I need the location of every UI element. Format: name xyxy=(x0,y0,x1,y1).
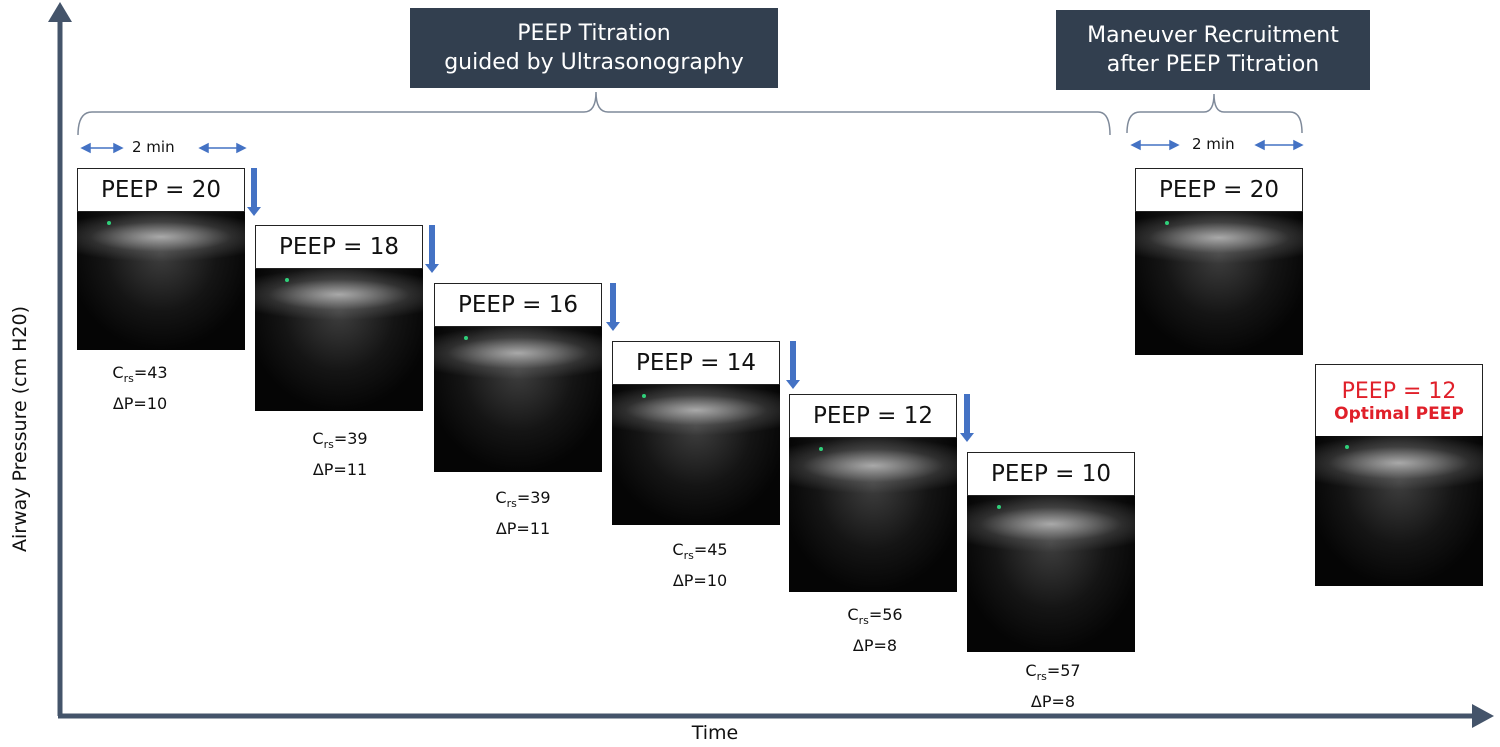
compliance-value: Crs=39 xyxy=(495,488,551,511)
recruitment-brace xyxy=(1126,93,1303,134)
ultrasound-image-2 xyxy=(255,269,423,411)
peep-label-1: PEEP = 20 xyxy=(77,168,245,212)
probe-marker xyxy=(285,278,289,282)
ultrasound-image-5 xyxy=(789,438,957,592)
x-axis-arrowhead-icon xyxy=(1472,704,1494,728)
ultrasound-image-6 xyxy=(967,496,1135,652)
optimal-peep-box: PEEP = 12 Optimal PEEP xyxy=(1315,364,1483,438)
duration-arrows xyxy=(80,139,1304,154)
y-axis-arrowhead-icon xyxy=(48,2,72,22)
ultrasound-image-4 xyxy=(612,385,780,525)
step-metrics-2: Crs=39 ΔP=11 xyxy=(260,426,420,482)
probe-marker xyxy=(107,221,111,225)
compliance-value: Crs=45 xyxy=(672,540,728,563)
ultrasound-image-3 xyxy=(434,327,602,472)
titration-duration: 2 min xyxy=(132,138,175,156)
probe-marker xyxy=(997,505,1001,509)
recruitment-title: Maneuver Recruitment after PEEP Titratio… xyxy=(1056,10,1370,90)
titration-title-line2: guided by Ultrasonography xyxy=(444,50,744,75)
driving-pressure-value: ΔP=11 xyxy=(312,460,368,480)
compliance-value: Crs=56 xyxy=(847,605,903,628)
optimal-ultrasound-image xyxy=(1315,436,1483,586)
optimal-peep-value: PEEP = 12 xyxy=(1341,378,1457,404)
compliance-value: Crs=43 xyxy=(112,363,168,386)
driving-pressure-value: ΔP=8 xyxy=(1030,692,1076,712)
titration-title: PEEP Titration guided by Ultrasonography xyxy=(410,8,778,88)
driving-pressure-value: ΔP=10 xyxy=(112,394,168,414)
decrease-arrow-icon xyxy=(425,225,439,273)
decrease-arrow-icon xyxy=(960,394,974,442)
step-metrics-5: Crs=56 ΔP=8 xyxy=(795,602,955,658)
driving-pressure-value: ΔP=11 xyxy=(495,519,551,539)
step-metrics-4: Crs=45 ΔP=10 xyxy=(620,537,780,593)
x-axis xyxy=(58,704,1494,728)
driving-pressure-value: ΔP=8 xyxy=(852,636,898,656)
decrease-arrow-icon xyxy=(606,283,620,331)
peep-label-3: PEEP = 16 xyxy=(434,283,602,327)
recruitment-peep-label: PEEP = 20 xyxy=(1135,168,1303,212)
step-metrics-6: Crs=57 ΔP=8 xyxy=(973,658,1133,714)
peep-label-4: PEEP = 14 xyxy=(612,341,780,385)
titration-brace xyxy=(77,91,1111,136)
probe-marker xyxy=(819,447,823,451)
optimal-peep-label: Optimal PEEP xyxy=(1334,403,1464,424)
probe-marker xyxy=(642,394,646,398)
titration-title-line1: PEEP Titration xyxy=(517,21,671,46)
recruitment-ultrasound-image xyxy=(1135,212,1303,355)
recruitment-title-line2: after PEEP Titration xyxy=(1106,52,1320,77)
step-metrics-3: Crs=39 ΔP=11 xyxy=(443,485,603,541)
peep-label-2: PEEP = 18 xyxy=(255,225,423,269)
recruitment-title-line1: Maneuver Recruitment xyxy=(1087,23,1339,48)
recruitment-duration: 2 min xyxy=(1192,135,1235,153)
peep-label-6: PEEP = 10 xyxy=(967,452,1135,496)
y-axis xyxy=(48,2,72,716)
decrease-arrow-icon xyxy=(247,168,261,216)
probe-marker xyxy=(464,336,468,340)
ultrasound-image-1 xyxy=(77,212,245,350)
compliance-value: Crs=57 xyxy=(1025,661,1081,684)
y-axis-label: Airway Pressure (cm H20) xyxy=(9,306,31,553)
driving-pressure-value: ΔP=10 xyxy=(672,571,728,591)
step-metrics-1: Crs=43 ΔP=10 xyxy=(60,360,220,416)
compliance-value: Crs=39 xyxy=(312,429,368,452)
decrease-arrow-icon xyxy=(786,341,800,389)
peep-label-5: PEEP = 12 xyxy=(789,394,957,438)
x-axis-label: Time xyxy=(691,722,739,744)
